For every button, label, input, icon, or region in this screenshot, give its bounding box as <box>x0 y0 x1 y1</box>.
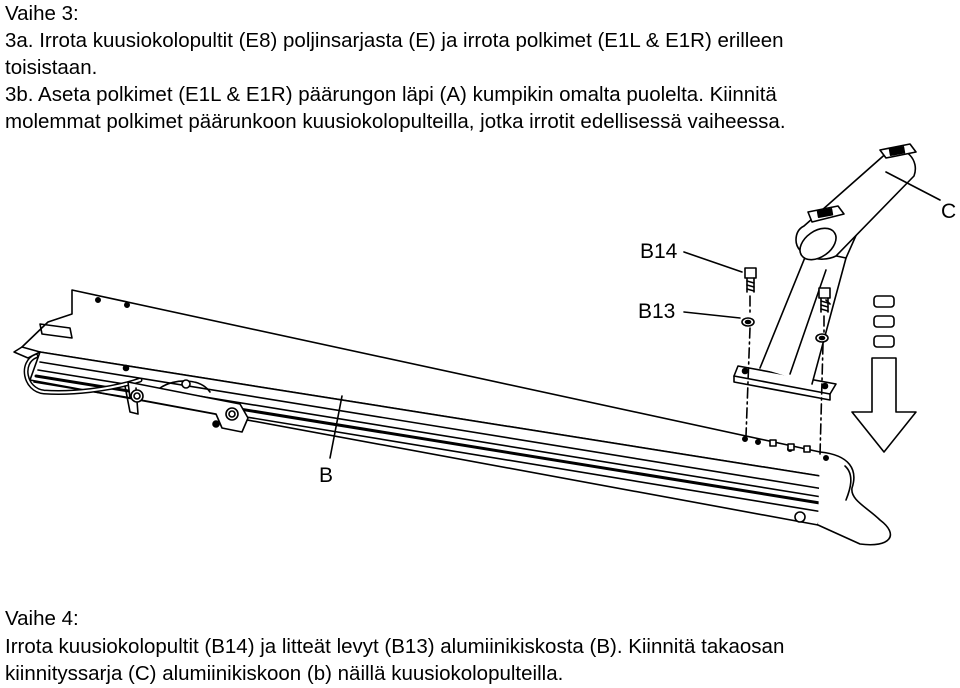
leader-b <box>329 395 343 459</box>
step3-heading: Vaihe 3: <box>5 2 79 25</box>
bolt-b14-right <box>818 287 831 313</box>
leader-c <box>885 171 941 201</box>
label-b14: B14 <box>640 240 678 263</box>
leader-b14 <box>683 251 743 273</box>
bolt-b14-left <box>744 267 757 293</box>
insertion-arrow-icon <box>851 295 917 453</box>
step4-line-2: kiinnityssarja (C) alumiinikiskoon (b) n… <box>5 662 564 685</box>
step4-heading: Vaihe 4: <box>5 607 79 630</box>
leader-b13 <box>683 311 741 319</box>
alignment-lines <box>745 295 825 456</box>
pedal-bracket <box>122 364 249 433</box>
front-handle <box>23 353 143 395</box>
step3a-line-1: 3a. Irrota kuusiokolopultit (E8) poljins… <box>5 29 784 52</box>
aluminium-rail <box>13 289 892 546</box>
step3b-line-1: 3b. Aseta polkimet (E1L & E1R) päärungon… <box>5 83 777 106</box>
step3a-line-2: toisistaan. <box>5 56 98 79</box>
rear-mount-assembly <box>733 143 917 401</box>
step3b-line-2: molemmat polkimet päärunkoon kuusiokolop… <box>5 110 786 133</box>
step4-line-1: Irrota kuusiokolopultit (B14) ja litteät… <box>5 635 785 658</box>
label-b13: B13 <box>638 300 675 323</box>
label-b: B <box>319 464 333 487</box>
label-c: C <box>941 200 956 223</box>
